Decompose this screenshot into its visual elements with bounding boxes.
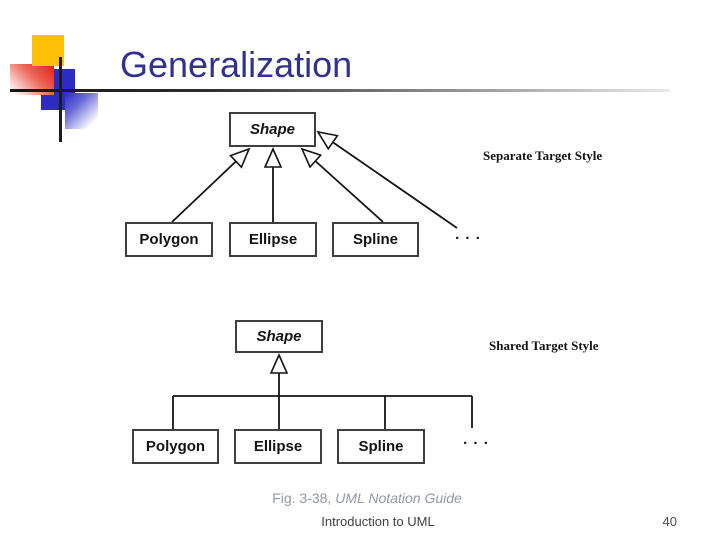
- footer-title: Introduction to UML: [321, 514, 435, 529]
- top-connector-polygon: [171, 149, 249, 223]
- top-connector-spline: [302, 149, 384, 223]
- top-connector-ellipsis: [318, 132, 458, 229]
- bottom-ellipse-box: Ellipse: [234, 429, 322, 464]
- top-polygon-box: Polygon: [125, 222, 213, 257]
- decor-vertical-line: [59, 57, 62, 142]
- top-shape-box: Shape: [229, 112, 316, 147]
- top-ellipse-box: Ellipse: [229, 222, 317, 257]
- top-style-label: Separate Target Style: [483, 148, 603, 163]
- decor-blue-gradient-square: [65, 93, 98, 129]
- slide-number: 40: [662, 514, 677, 529]
- top-ellipsis: . . .: [455, 226, 481, 243]
- figure-caption: Fig. 3-38, UML Notation Guide: [160, 490, 574, 506]
- bottom-spline-box: Spline: [337, 429, 425, 464]
- bottom-shape-box: Shape: [235, 320, 323, 353]
- bottom-style-label: Shared Target Style: [489, 338, 599, 353]
- decor-yellow-square: [32, 35, 64, 66]
- figure-caption-source: UML Notation Guide: [335, 490, 462, 506]
- top-spline-box: Spline: [332, 222, 419, 257]
- bottom-ellipsis: . . .: [463, 431, 489, 448]
- bottom-polygon-box: Polygon: [132, 429, 219, 464]
- page-title: Generalization: [120, 44, 353, 85]
- title-divider-line: [10, 89, 670, 92]
- figure-caption-prefix: Fig. 3-38,: [272, 490, 336, 506]
